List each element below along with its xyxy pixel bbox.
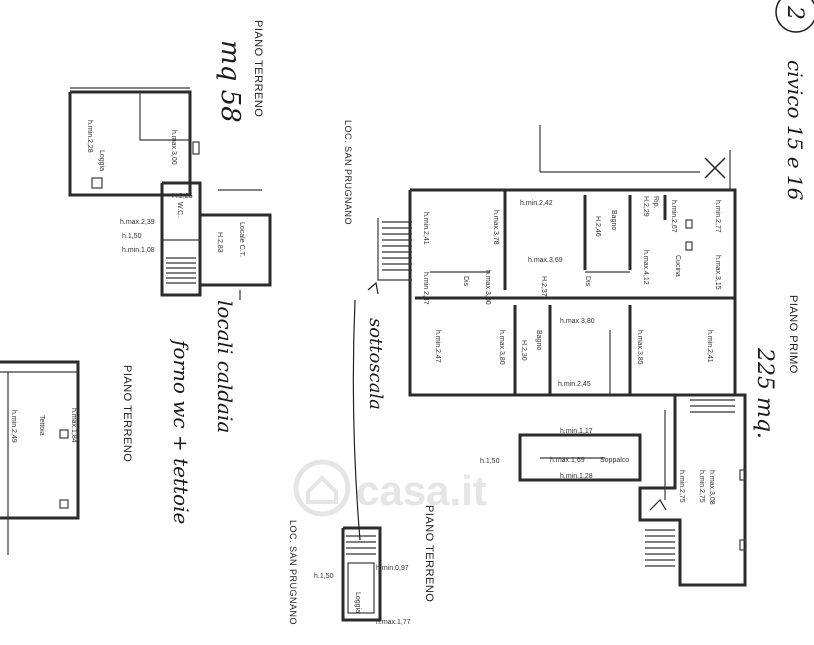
title-piano-terreno-bottom: PIANO TERRENO (423, 505, 435, 602)
label-h-2-46: H.2,46 (594, 216, 601, 237)
label-h-max-1-69: h.max.1,69 (550, 457, 585, 464)
label-h-min-2-47b: h.min.2,47 (434, 330, 441, 363)
label-h-min-2-47: h.min 2,47 (422, 272, 429, 305)
label-h-min-2-42: h.min.2,42 (520, 200, 553, 207)
label-h-1-50: h.1,50 (122, 233, 142, 240)
label-h-min-2-49: h.min.2,49 (10, 410, 17, 443)
loc-san-prugnano-top: LOC. SAN PRUGNANO (343, 120, 353, 225)
label-h-min-2-75: h.min.2,75 (698, 470, 705, 503)
label-h-2-83: H.2,83 (216, 232, 223, 253)
watermark-text: casa.it (356, 467, 487, 514)
label-h-min-2-67: h.min.2,67 (670, 200, 677, 233)
plan-ground-floor-north (68, 87, 272, 300)
label-h-max-3-78: h.max.3,78 (492, 210, 499, 245)
stair-ground-north (166, 257, 196, 284)
label-h-max-4-12: h.max.4,12 (642, 250, 649, 285)
label-dis2: Dis (584, 276, 591, 287)
watermark: casa.it (293, 459, 487, 517)
label-h-max-3-69: h.max.3,69 (528, 257, 563, 264)
label-h-min-2-41b: h.min.2,41 (706, 330, 713, 363)
label-h-1-50b: h.1,50 (480, 458, 500, 465)
plan-first-floor (377, 125, 747, 587)
label-h-min-1-08: h.min.1,08 (122, 247, 155, 254)
label-locale-ct: Locale C.T. (238, 222, 245, 257)
label-h-2-30: H.2,30 (520, 340, 527, 361)
label-cucina: Cucina (674, 255, 681, 277)
title-piano-primo: PIANO PRIMO (787, 295, 799, 374)
label-h-max-3-00: h.max.3,00 (170, 130, 177, 165)
label-bagno: Bagno (610, 210, 617, 230)
label-h-2-25: H.2,25 (172, 193, 193, 200)
note-locali-caldaia: locali caldaia (213, 300, 237, 433)
label-h-min-2-45: h.min.2,45 (558, 381, 591, 388)
label-h-max-3-08: h.max.3,08 (708, 470, 715, 505)
note-circle-number: 2 (782, 5, 807, 20)
label-soppalco: Soppalco (600, 457, 629, 464)
label-h-1-50c: h.1,50 (314, 573, 334, 580)
label-loggia2: Loggia (354, 592, 361, 613)
stair-first-floor-east (645, 399, 735, 567)
label-h-min-0-97: h.min.0,97 (376, 565, 409, 572)
label-dis: Dis (462, 276, 469, 287)
label-h-min-1-17: h.min.1,17 (560, 428, 593, 435)
label-h-min-2-77: h.min.2,77 (714, 200, 721, 233)
note-civico: civico 15 e 16 (783, 60, 807, 201)
note-forno-wc-tettoie: forno wc + tettoie (169, 338, 193, 524)
label-h-min-2-28: h.min.2,28 (86, 120, 93, 153)
label-h-2-37: H.2,37 (540, 276, 547, 297)
plan-ground-floor-tettoia (0, 360, 80, 555)
label-rip: Rip. (652, 196, 659, 209)
note-225mq: 225 mq. (752, 347, 777, 439)
note-mq58: mq 58 (215, 40, 245, 123)
stair-first-floor-west (382, 221, 412, 271)
label-bagno2: Bagno (535, 330, 542, 350)
label-loggia: Loggia (98, 150, 105, 171)
label-h-max-1-77: h.max.1,77 (376, 619, 411, 626)
label-h-max-3-85: h.max.3,85 (636, 330, 643, 365)
label-h-max-3-00b: h.max 3,00 (484, 270, 491, 305)
label-tettoia: Tettoia (38, 415, 45, 436)
title-piano-terreno-top: PIANO TERRENO (252, 20, 264, 117)
note-sottoscala: sottoscala (365, 318, 386, 410)
plan-ground-floor-south (341, 526, 382, 622)
loc-san-prugnano-bottom: LOC. SAN PRUGNANO (288, 520, 298, 625)
label-h-max-3-15: h.max.3,15 (714, 255, 721, 290)
label-wc: W.C. (176, 202, 183, 217)
title-piano-terreno-left: PIANO TERRENO (121, 365, 133, 462)
label-h-2-29: H.2,29 (642, 196, 649, 217)
label-h-min-2-75b: h.min.2,75 (678, 470, 685, 503)
label-h-max-2-39: h.max.2,39 (120, 219, 155, 226)
label-h-min-1-28: h.min.1,28 (560, 473, 593, 480)
label-h-max-3-80b: h.max.3,80 (560, 318, 595, 325)
label-h-max-3-80: h.max.3,80 (498, 330, 505, 365)
stair-ground-south (346, 535, 376, 555)
note-circle (775, 0, 814, 33)
label-h-min-2-41: h.min.2,41 (422, 212, 429, 245)
label-h-max-1-84: h.max.1,84 (70, 408, 77, 443)
